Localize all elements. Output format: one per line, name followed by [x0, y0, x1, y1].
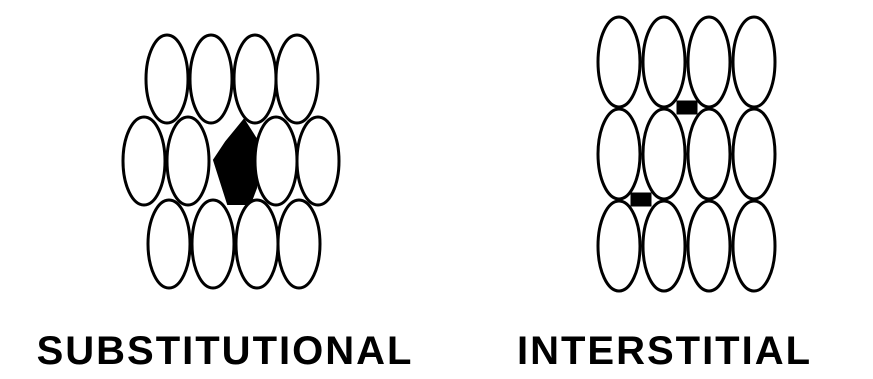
substitutional-label: SUBSTITUTIONAL [6, 326, 444, 376]
host-atom [688, 17, 730, 107]
host-atom [733, 201, 775, 291]
interstitial-atom [677, 101, 697, 114]
host-atom [688, 201, 730, 291]
host-atom [148, 200, 190, 288]
host-atom [643, 109, 685, 199]
host-atom [123, 117, 165, 205]
host-atom [278, 200, 320, 288]
host-atom [297, 117, 339, 205]
substitutional-atom [214, 120, 258, 204]
host-atom [167, 117, 209, 205]
host-atom [255, 117, 297, 205]
host-atom [192, 200, 234, 288]
interstitial-atom [631, 193, 651, 206]
host-atom [598, 109, 640, 199]
host-atom [733, 17, 775, 107]
host-atom [733, 109, 775, 199]
lattice-diagram [0, 0, 873, 320]
host-atom [234, 35, 276, 123]
host-atom [190, 35, 232, 123]
host-atom [598, 17, 640, 107]
host-atom [276, 35, 318, 123]
interstitial-lattice [598, 17, 775, 291]
host-atom [236, 200, 278, 288]
host-atom [643, 201, 685, 291]
host-atom [598, 201, 640, 291]
interstitial-label: INTERSTITIAL [462, 326, 867, 376]
host-atom [643, 17, 685, 107]
host-atom [688, 109, 730, 199]
host-atom [146, 35, 188, 123]
substitutional-lattice [123, 35, 339, 288]
